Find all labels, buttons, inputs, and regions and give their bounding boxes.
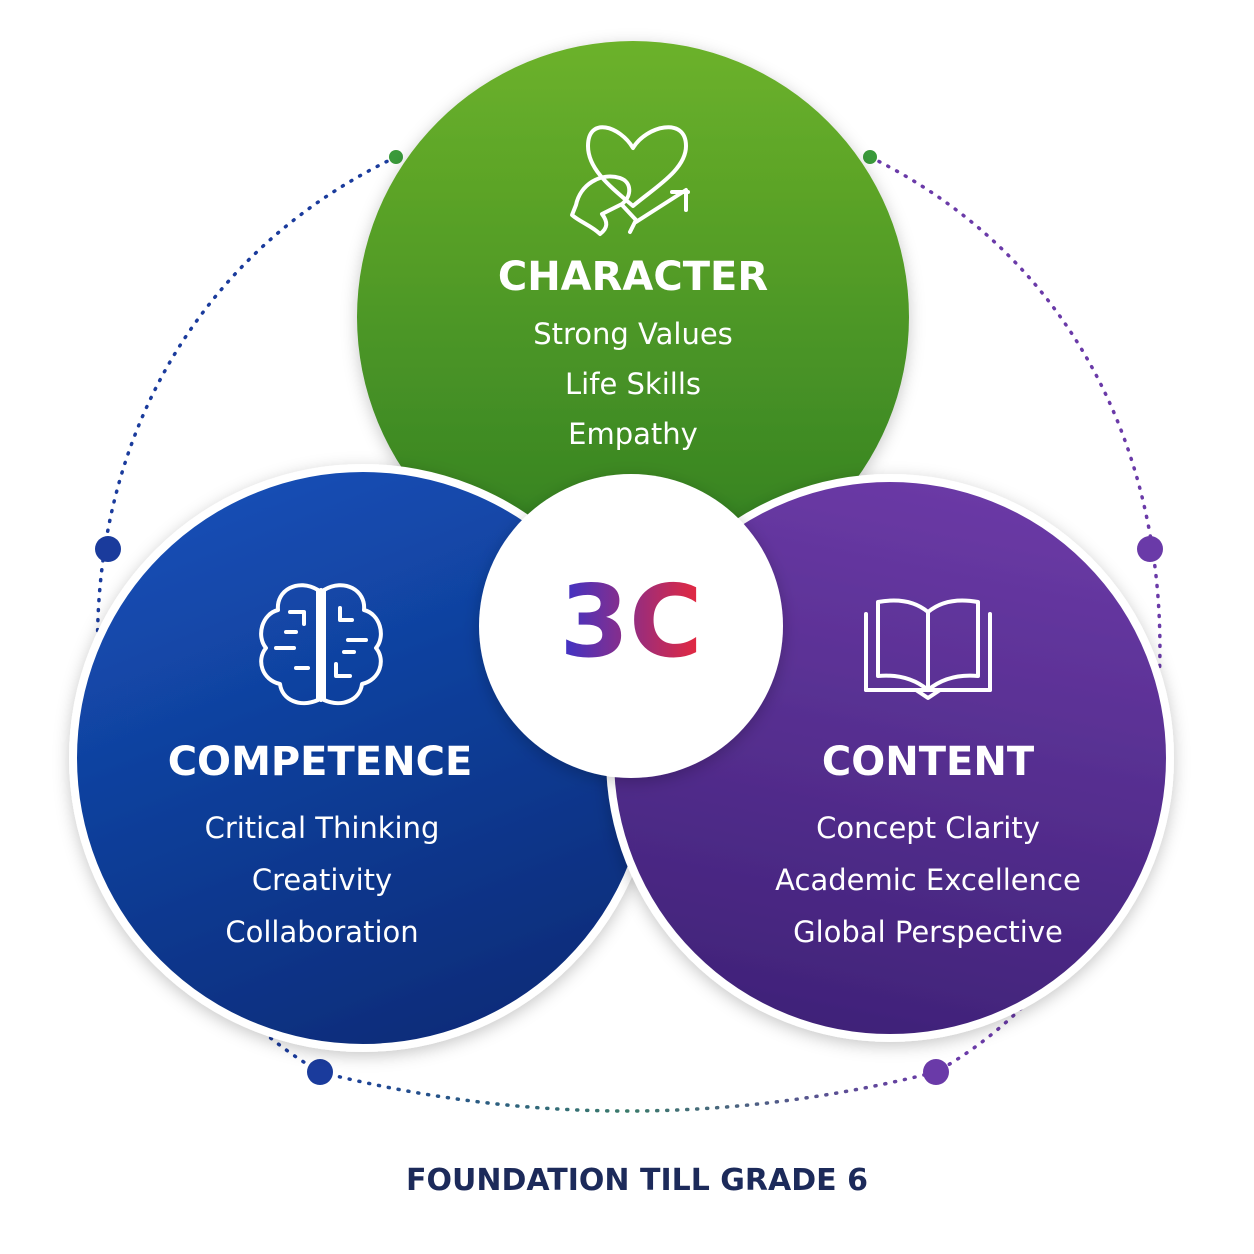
ring-dot-top-left (389, 150, 403, 164)
center-label: 3C (560, 563, 703, 680)
content-item: Academic Excellence (775, 863, 1081, 897)
character-item: Strong Values (533, 317, 733, 351)
character-circle (357, 41, 909, 593)
character-item: Empathy (568, 417, 698, 451)
content-item: Global Perspective (793, 915, 1063, 949)
ring-dot-mid-left (95, 536, 121, 562)
footer-label: FOUNDATION TILL GRADE 6 (406, 1163, 868, 1198)
competence-item: Critical Thinking (205, 811, 440, 845)
ring-dot-mid-right (1137, 536, 1163, 562)
heart-hands-icon (570, 125, 690, 236)
content-title: CONTENT (822, 739, 1035, 785)
character-circle-shape (357, 41, 909, 593)
center-disc (479, 474, 783, 778)
open-book-icon (864, 598, 992, 700)
competence-item: Collaboration (225, 915, 418, 949)
competence-item: Creativity (252, 863, 392, 897)
brain-icon (259, 583, 383, 706)
character-title: CHARACTER (498, 254, 768, 300)
ring-dot-bottom-right (923, 1059, 949, 1085)
ring-arc-bottom (318, 1070, 938, 1113)
ring-dot-top-right (863, 150, 877, 164)
competence-title: COMPETENCE (168, 739, 473, 785)
center-badge: 3C (479, 474, 783, 778)
character-item: Life Skills (565, 367, 701, 401)
ring-dot-bottom-left (307, 1059, 333, 1085)
content-item: Concept Clarity (816, 811, 1040, 845)
